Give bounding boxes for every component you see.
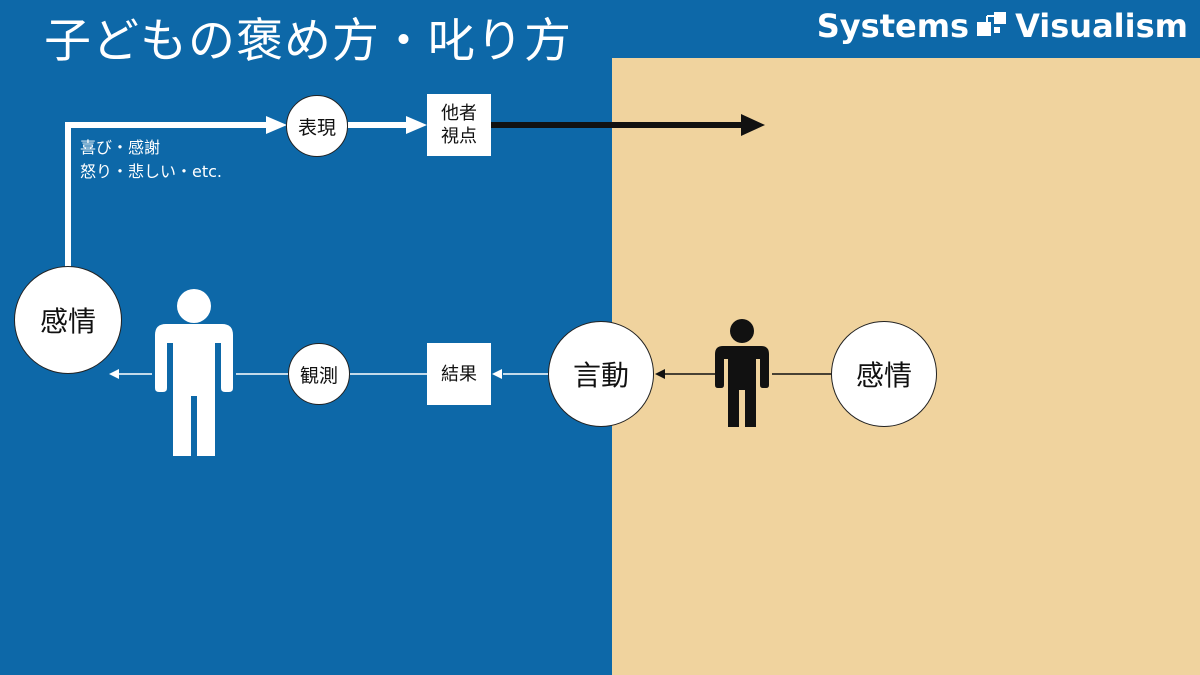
brand-word-1: Systems <box>816 7 970 45</box>
perspective-arrowhead <box>406 116 427 134</box>
observation-node: 観測 <box>288 343 350 405</box>
words-arrowhead <box>655 369 665 379</box>
other-perspective-node: 他者 視点 <box>427 94 491 156</box>
brand-word-2: Visualism <box>1015 7 1188 45</box>
observation-label: 観測 <box>299 364 338 387</box>
expression-node: 表現 <box>286 95 348 157</box>
other-perspective-line2: 視点 <box>441 126 477 147</box>
systems-visualism-logo-icon <box>977 12 1007 36</box>
other-person-icon <box>715 319 769 427</box>
result-label: 結果 <box>441 363 477 385</box>
expression-path-connector <box>65 122 270 268</box>
result-node: 結果 <box>427 343 491 405</box>
other-perspective-line1: 他者 <box>441 103 477 124</box>
other-emotion-node: 感情 <box>831 321 937 427</box>
brand: Systems Visualism <box>817 4 1188 48</box>
page-title: 子どもの褒め方・叱り方 <box>44 14 572 69</box>
result-arrowhead <box>492 369 502 379</box>
expression-label: 表現 <box>297 116 336 139</box>
perspective-outgoing-arrowhead <box>741 114 765 136</box>
words-actions-node: 言動 <box>548 321 654 427</box>
self-emotion-label: 感情 <box>39 305 96 338</box>
emotion-examples-line2: 怒り・悲しい・etc. <box>80 162 223 181</box>
self-emotion-arrowhead <box>109 369 119 379</box>
self-emotion-node: 感情 <box>14 266 122 374</box>
self-person-icon <box>155 289 233 456</box>
words-actions-label: 言動 <box>572 359 629 392</box>
expression-arrowhead <box>266 116 287 134</box>
emotion-examples-line1: 喜び・感謝 <box>80 138 161 157</box>
emotion-examples: 喜び・感謝 怒り・悲しい・etc. <box>80 136 222 184</box>
other-emotion-label: 感情 <box>855 359 912 392</box>
